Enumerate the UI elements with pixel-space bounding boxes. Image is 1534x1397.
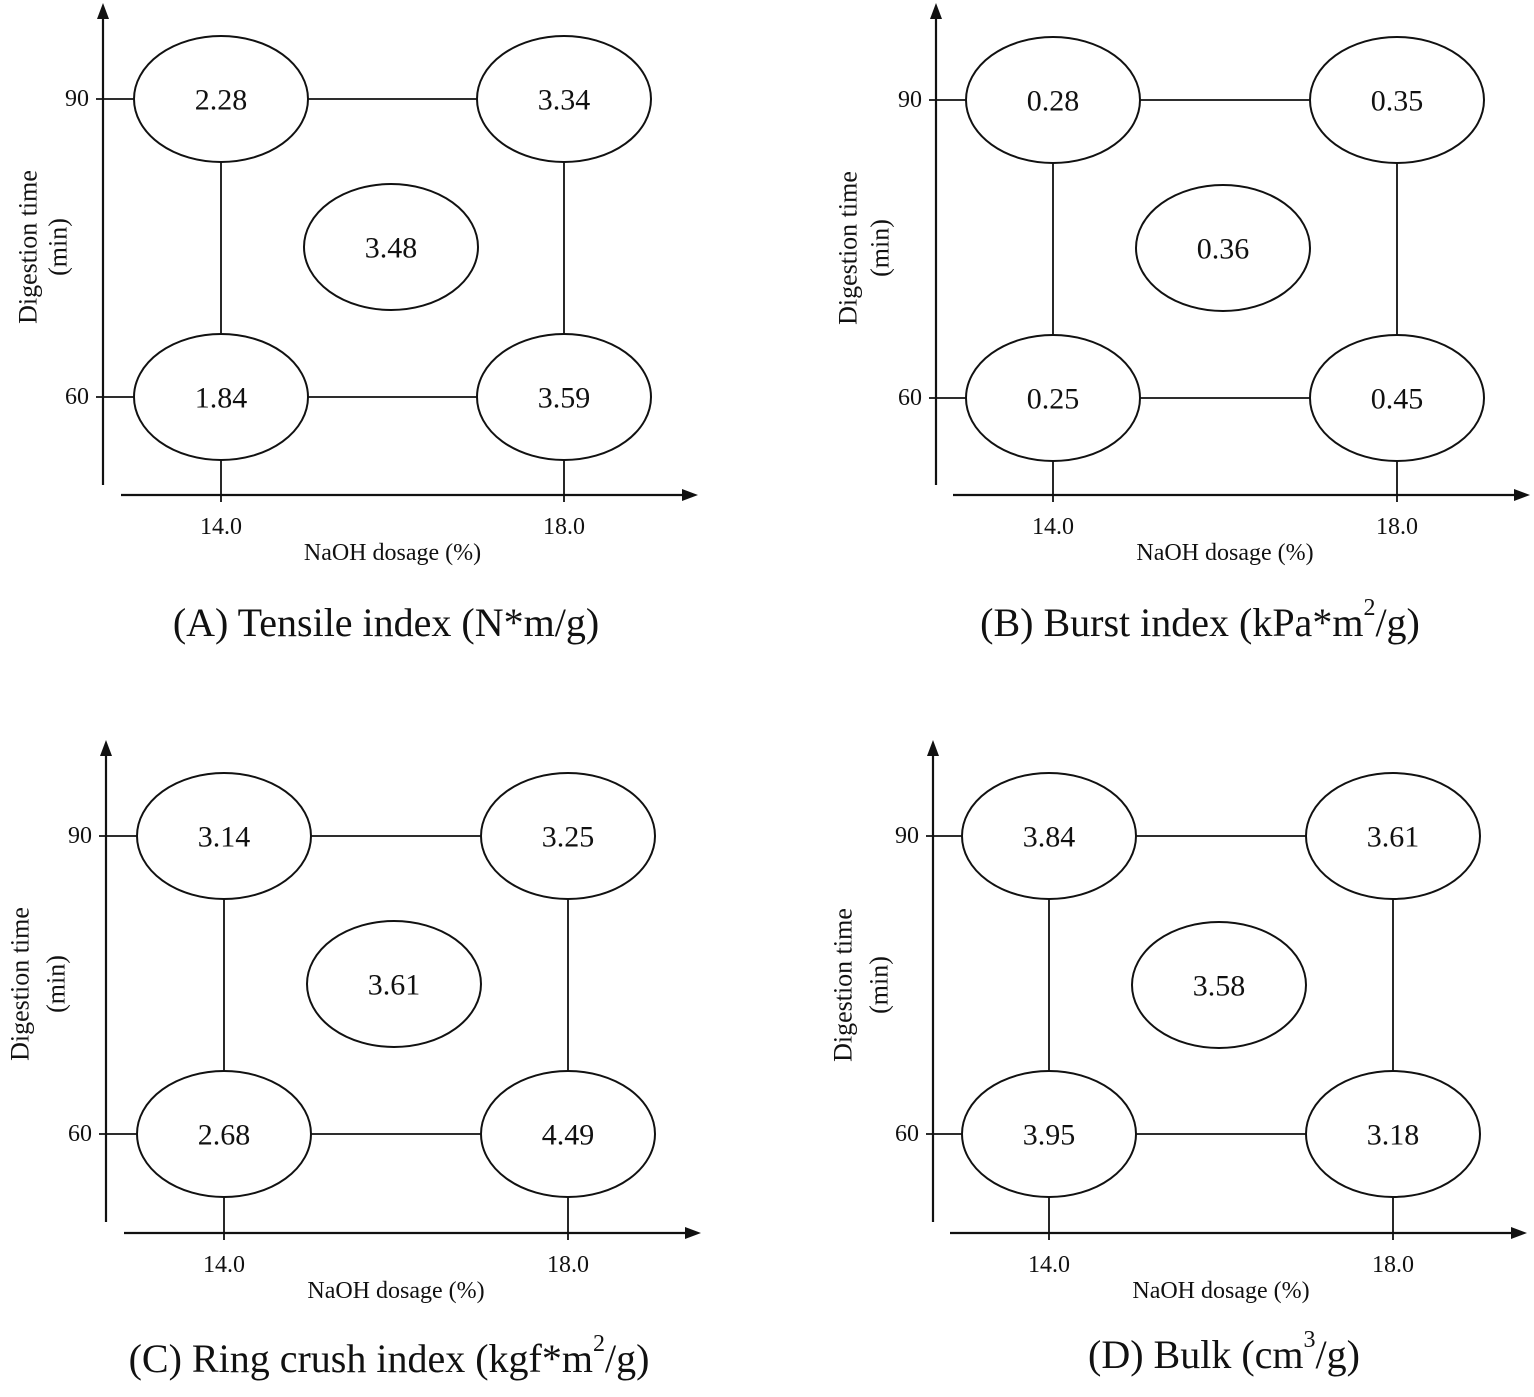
node-18-90-value: 0.35 [1371,85,1424,118]
x-axis-label: NaOH dosage (%) [304,540,481,566]
x-axis-label: NaOH dosage (%) [307,1278,484,1304]
x-tick-label-14: 14.0 [1032,514,1074,540]
y-axis-unit-label: (min) [865,956,894,1014]
node-18-90-value: 3.25 [542,821,595,854]
node-14-90-ellipse [133,35,309,163]
node-18-60-value: 0.45 [1371,383,1424,416]
node-18-90-ellipse [476,35,652,163]
node-18-60-value: 4.49 [542,1119,595,1152]
node-14-90-ellipse [965,36,1141,164]
node-14-60-ellipse [961,1070,1137,1198]
node-18-60-ellipse [480,1070,656,1198]
panel-caption: (C) Ring crush index (kgf*m2/g) [129,1331,650,1381]
node-14-60-ellipse [136,1070,312,1198]
x-tick-label-18: 18.0 [543,514,585,540]
caption-suffix: /g) [1316,1332,1360,1377]
y-axis-arrow-icon [930,3,942,19]
caption-main: (B) Burst index (kPa*m [980,600,1363,645]
caption-suffix: /g) [605,1336,649,1381]
node-14-90-value: 0.28 [1027,85,1080,118]
y-axis-label: Digestion time [834,171,863,325]
node-center-value: 3.61 [368,969,421,1002]
x-axis-arrow-icon [685,1227,701,1239]
node-18-90-ellipse [480,772,656,900]
y-tick-label-60: 60 [898,385,922,411]
y-axis-arrow-icon [97,3,109,19]
y-axis-unit-label: (min) [42,955,71,1013]
node-14-90-value: 3.14 [198,821,251,854]
y-tick-label-90: 90 [898,87,922,113]
node-center-ellipse [303,183,479,311]
y-axis-unit-label: (min) [866,219,895,277]
node-14-60-ellipse [133,333,309,461]
x-tick-label-14: 14.0 [200,514,242,540]
node-14-60-value: 2.68 [198,1119,251,1152]
panel-caption: (B) Burst index (kPa*m2/g) [980,595,1420,645]
x-axis-arrow-icon [682,489,698,501]
caption-superscript: 3 [1304,1327,1316,1353]
node-14-60-value: 0.25 [1027,383,1080,416]
y-axis-label: Digestion time [6,907,35,1061]
y-tick-label-60: 60 [895,1121,919,1147]
caption-suffix: /g) [1375,600,1419,645]
node-14-90-ellipse [961,772,1137,900]
node-14-90-value: 2.28 [195,84,248,117]
node-18-90-value: 3.34 [538,84,591,117]
node-14-60-value: 1.84 [195,382,248,415]
x-axis-label: NaOH dosage (%) [1136,540,1313,566]
node-18-90-ellipse [1309,36,1485,164]
x-tick-label-14: 14.0 [203,1252,245,1278]
y-tick-label-60: 60 [68,1121,92,1147]
y-tick-label-60: 60 [65,384,89,410]
y-axis-arrow-icon [100,740,112,756]
panel-caption: (A) Tensile index (N*m/g) [173,600,599,645]
node-center-ellipse [1135,184,1311,312]
caption-main: (A) Tensile index (N*m/g) [173,600,599,645]
node-center-ellipse [1131,921,1307,1049]
node-18-60-ellipse [476,333,652,461]
x-tick-label-14: 14.0 [1028,1252,1070,1278]
caption-superscript: 2 [1363,595,1375,621]
node-center-value: 3.58 [1193,970,1246,1003]
y-axis-label: Digestion time [829,908,858,1062]
y-axis-arrow-icon [927,740,939,756]
x-tick-label-18: 18.0 [547,1252,589,1278]
node-center-value: 0.36 [1197,233,1250,266]
y-tick-label-90: 90 [65,86,89,112]
node-18-90-ellipse [1305,772,1481,900]
node-14-90-value: 3.84 [1023,821,1076,854]
x-axis-arrow-icon [1511,1227,1527,1239]
y-axis-unit-label: (min) [44,218,73,276]
x-tick-label-18: 18.0 [1372,1252,1414,1278]
y-tick-label-90: 90 [68,823,92,849]
panel-caption: (D) Bulk (cm3/g) [1088,1327,1360,1377]
x-tick-label-18: 18.0 [1376,514,1418,540]
caption-main: (D) Bulk (cm [1088,1332,1304,1377]
node-14-90-ellipse [136,772,312,900]
caption-superscript: 2 [593,1331,605,1357]
node-18-90-value: 3.61 [1367,821,1420,854]
x-axis-arrow-icon [1514,489,1530,501]
y-axis-label: Digestion time [14,170,43,324]
node-18-60-value: 3.18 [1367,1119,1420,1152]
node-center-ellipse [306,920,482,1048]
node-14-60-ellipse [965,334,1141,462]
y-tick-label-90: 90 [895,823,919,849]
node-18-60-ellipse [1305,1070,1481,1198]
x-axis-label: NaOH dosage (%) [1132,1278,1309,1304]
node-center-value: 3.48 [365,232,418,265]
node-18-60-value: 3.59 [538,382,591,415]
node-18-60-ellipse [1309,334,1485,462]
node-14-60-value: 3.95 [1023,1119,1076,1152]
caption-main: (C) Ring crush index (kgf*m [129,1336,593,1381]
